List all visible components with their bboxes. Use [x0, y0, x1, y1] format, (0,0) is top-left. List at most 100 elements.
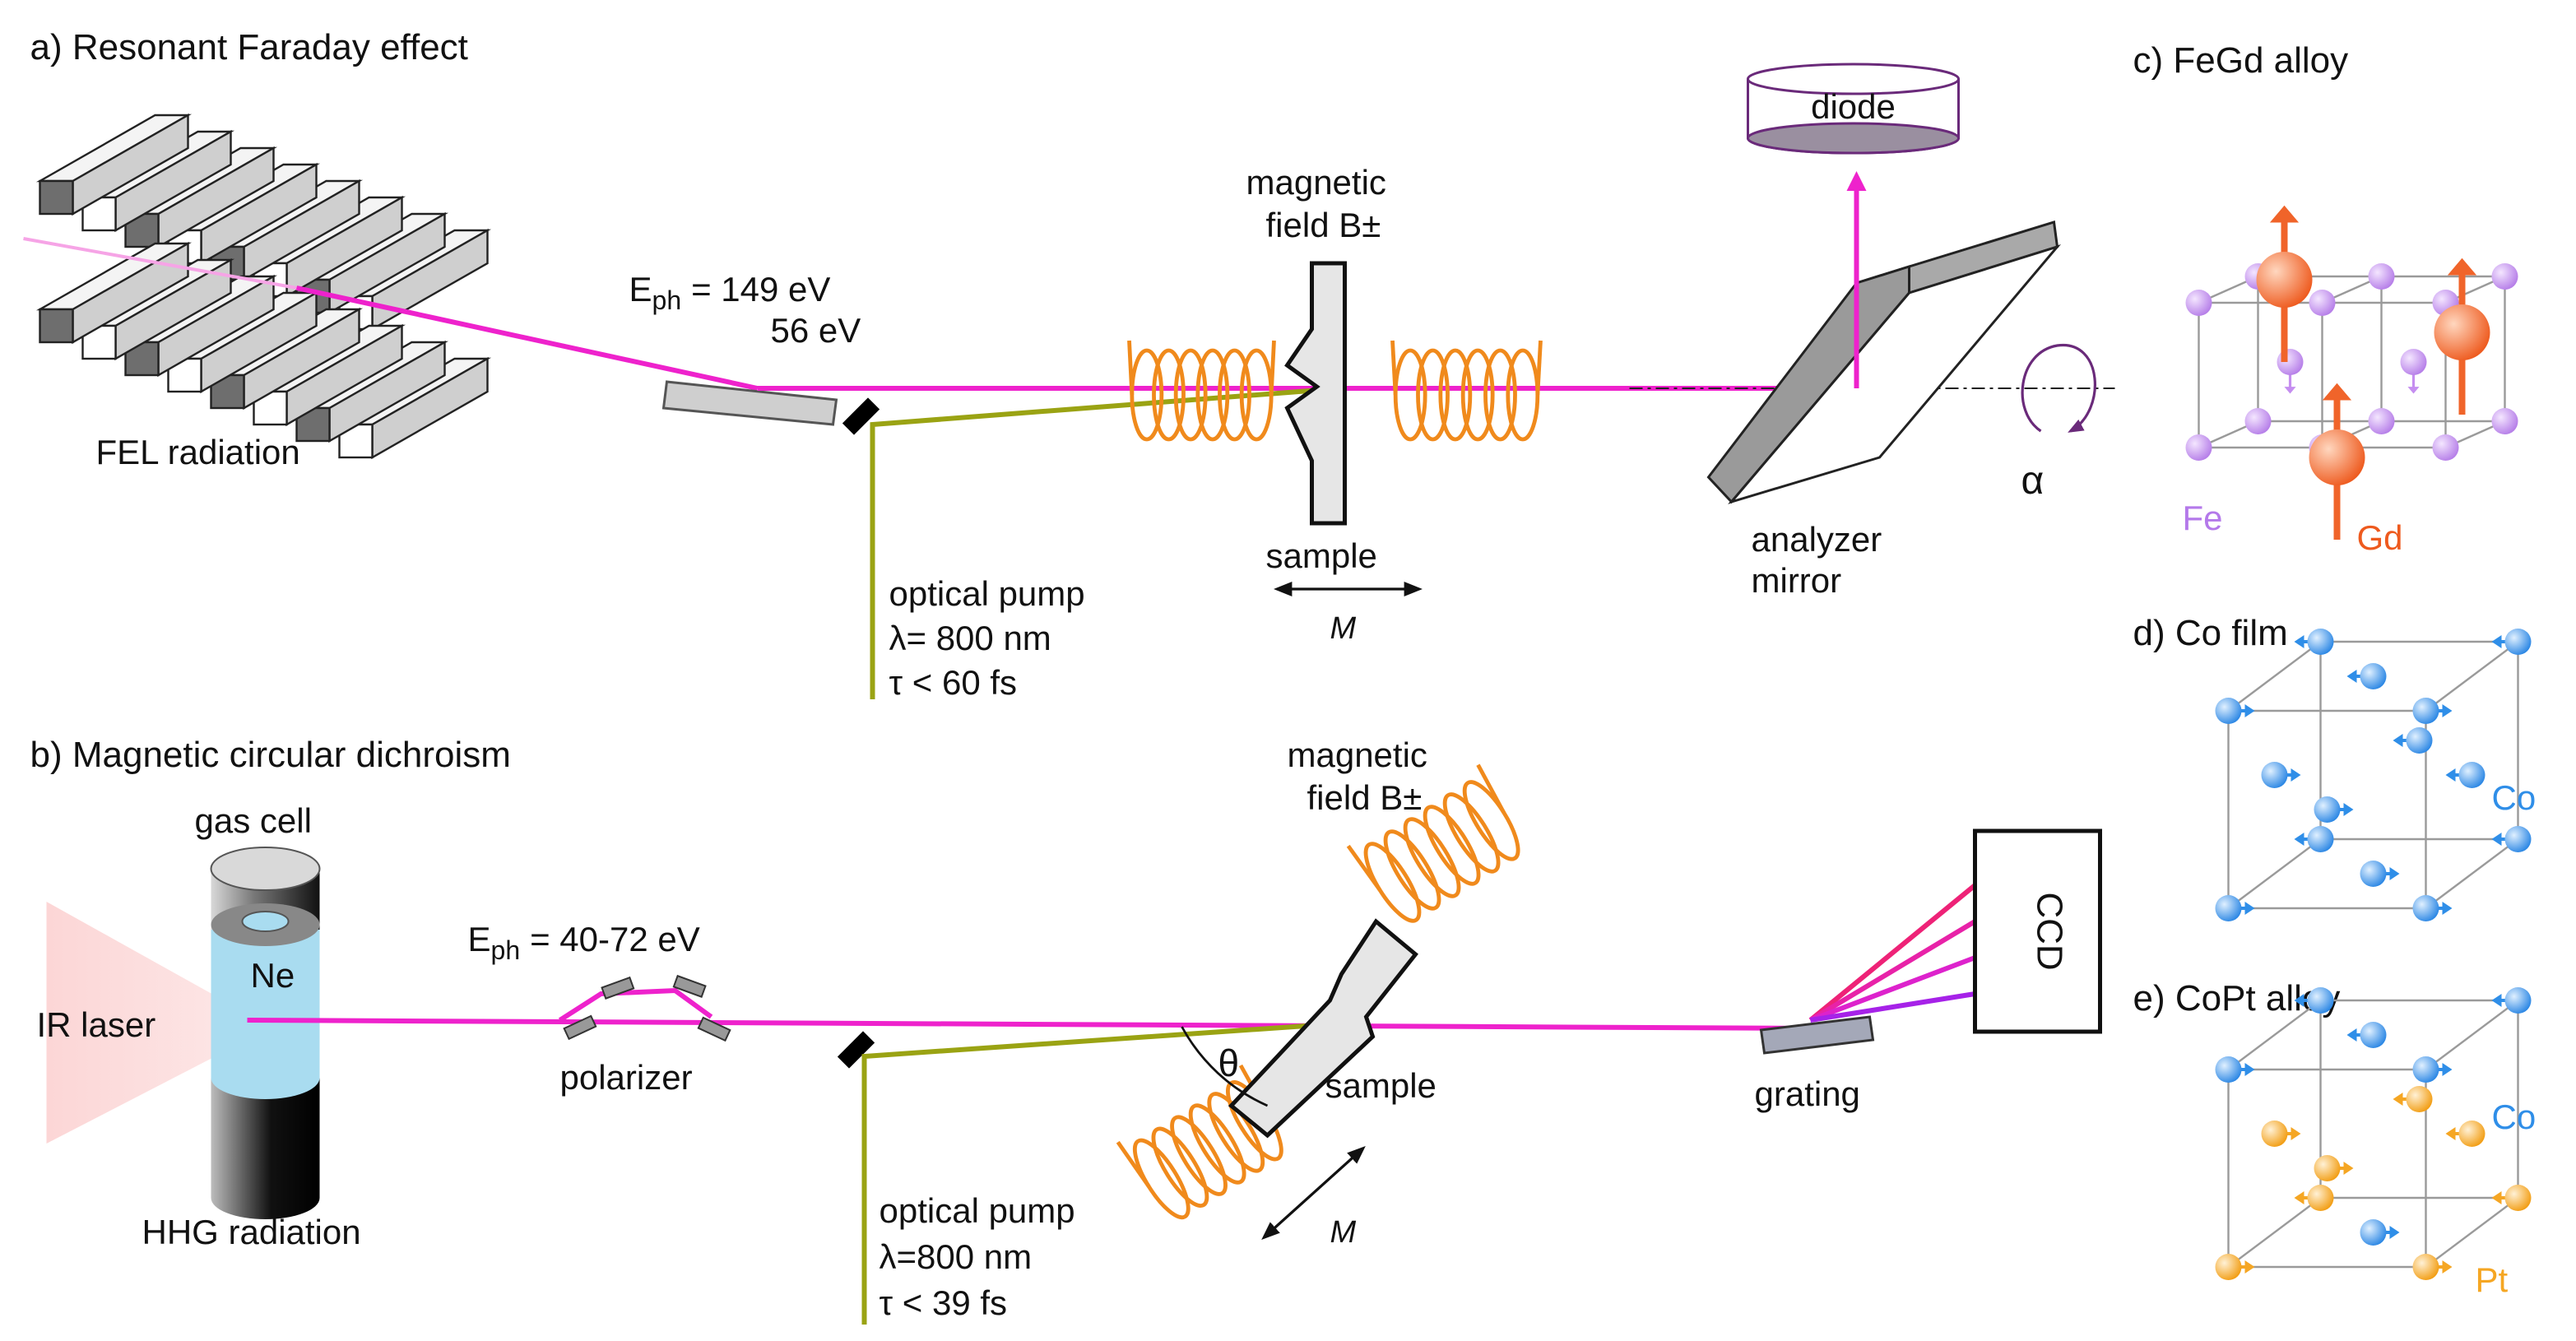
co-atom — [2360, 861, 2387, 887]
co-atom — [2412, 1056, 2439, 1083]
co-label-d: Co — [2492, 778, 2537, 817]
ir-laser-cone — [46, 902, 248, 1144]
co-atom — [2504, 629, 2532, 655]
coil-lead — [1116, 1140, 1151, 1188]
angle-label-b: θ — [1218, 1042, 1240, 1084]
grating-label: grating — [1755, 1074, 1860, 1113]
gd-atom — [2256, 252, 2313, 308]
co-atom — [2504, 826, 2532, 852]
field-line2-a: field B± — [1266, 206, 1381, 244]
co-spin-head — [2445, 768, 2456, 782]
co-atom — [2314, 796, 2341, 823]
coil-turn — [1416, 348, 1450, 442]
panel-d: d) Co film Co — [2133, 613, 2537, 921]
fe-atom — [2368, 408, 2395, 434]
coil-lead — [1346, 844, 1382, 892]
lattice-edge — [2227, 641, 2322, 712]
pt-atom — [2504, 1185, 2532, 1211]
angle-label-a: α — [2021, 459, 2045, 503]
lattice-edge — [2425, 641, 2519, 712]
co-spin-head — [2291, 768, 2301, 782]
panel-a-title: a) Resonant Faraday effect — [30, 27, 468, 67]
fe-atom — [2309, 290, 2336, 316]
pump-beam-b — [861, 1021, 1342, 1325]
co-atom — [2504, 987, 2532, 1014]
co-spin-head — [2244, 704, 2255, 717]
coil-lead — [1269, 340, 1276, 396]
panel-d-title: d) Co film — [2133, 613, 2288, 653]
magnetization-label-a: M — [1330, 611, 1357, 646]
hhg-radiation-label: HHG radiation — [142, 1213, 361, 1251]
co-spin-head — [2491, 833, 2502, 846]
panel-a: a) Resonant Faraday effect FEL radiation… — [23, 27, 2115, 702]
pt-spin-head — [2393, 1093, 2403, 1106]
pt-atom — [2458, 1121, 2485, 1147]
undulator-bar-end — [167, 357, 202, 393]
co-spin-head — [2442, 1063, 2453, 1076]
coil-lead — [1476, 763, 1506, 814]
undulator-bar-end — [39, 179, 74, 216]
co-spin-head — [2294, 635, 2304, 648]
coil-turn — [1423, 805, 1481, 886]
pt-atom — [2215, 1254, 2242, 1280]
co-spin-head — [2244, 902, 2255, 915]
co-spin-head — [2442, 902, 2453, 915]
pump-line2-b: λ=800 nm — [880, 1237, 1033, 1276]
fe-spin-head — [2407, 387, 2420, 394]
lattice-edge — [2425, 1197, 2519, 1268]
coil-upper-b — [1346, 763, 1520, 923]
gd-spin-head — [2269, 205, 2300, 223]
gd-spin-head — [2322, 383, 2352, 401]
co-label-e: Co — [2492, 1097, 2537, 1136]
grating — [1759, 1015, 1875, 1055]
co-spin-head — [2294, 833, 2304, 846]
co-spin-head — [2442, 704, 2453, 717]
pt-atom — [2261, 1121, 2288, 1147]
co-spin-head — [2244, 1063, 2255, 1076]
co-atom — [2307, 826, 2334, 852]
undulator — [35, 113, 492, 460]
coil-left-a — [1127, 340, 1276, 442]
fel-radiation-label: FEL radiation — [96, 433, 300, 471]
eph-value2-a: 56 eV — [771, 311, 861, 350]
panel-e: e) CoPt alloy Co Pt — [2133, 978, 2537, 1299]
co-atom — [2307, 987, 2334, 1014]
pt-atom — [2406, 1086, 2433, 1112]
pt-spin-head — [2294, 1191, 2304, 1204]
coil-turn — [1207, 1092, 1265, 1173]
coil-turn — [1132, 1138, 1191, 1220]
mirror-line2: mirror — [1752, 561, 1842, 600]
gd-atom — [2434, 304, 2490, 360]
gd-atom — [2309, 429, 2365, 485]
fel-beam — [295, 285, 759, 391]
co-spin-head — [2346, 1028, 2357, 1042]
sample-label-b: sample — [1325, 1066, 1437, 1105]
lattice-edge — [2227, 1197, 2322, 1268]
co-atom — [2458, 762, 2485, 788]
coil-turn — [1152, 348, 1186, 442]
coil-turn — [1438, 348, 1473, 442]
fe-atom — [2244, 408, 2272, 434]
pump-mirror-a — [842, 397, 880, 435]
pump-line3-b: τ < 39 fs — [880, 1283, 1008, 1322]
ccd-label: CCD — [2030, 892, 2070, 970]
coil-turn — [1218, 348, 1251, 442]
fe-atom — [2400, 349, 2427, 375]
pump-line1-b: optical pump — [880, 1191, 1075, 1230]
panel-c-title: c) FeGd alloy — [2133, 40, 2349, 81]
co-atom — [2412, 895, 2439, 921]
co-spin-head — [2393, 734, 2403, 747]
gas-cell — [210, 847, 321, 1219]
polarizer-label: polarizer — [560, 1058, 693, 1097]
magnetization-arrow-b — [1261, 1146, 1366, 1240]
co-spin-head — [2294, 994, 2304, 1007]
magnetization-label-b: M — [1330, 1215, 1357, 1250]
ir-laser-label: IR laser — [37, 1005, 156, 1044]
gas-cell-label: gas cell — [195, 801, 312, 840]
fe-atom — [2277, 349, 2304, 375]
mirror-line1: analyzer — [1752, 520, 1882, 559]
co-atom — [2360, 1022, 2387, 1048]
undulator-bar-end — [39, 308, 74, 344]
sample-b — [1228, 918, 1418, 1139]
rotation-arrow — [2021, 344, 2096, 433]
